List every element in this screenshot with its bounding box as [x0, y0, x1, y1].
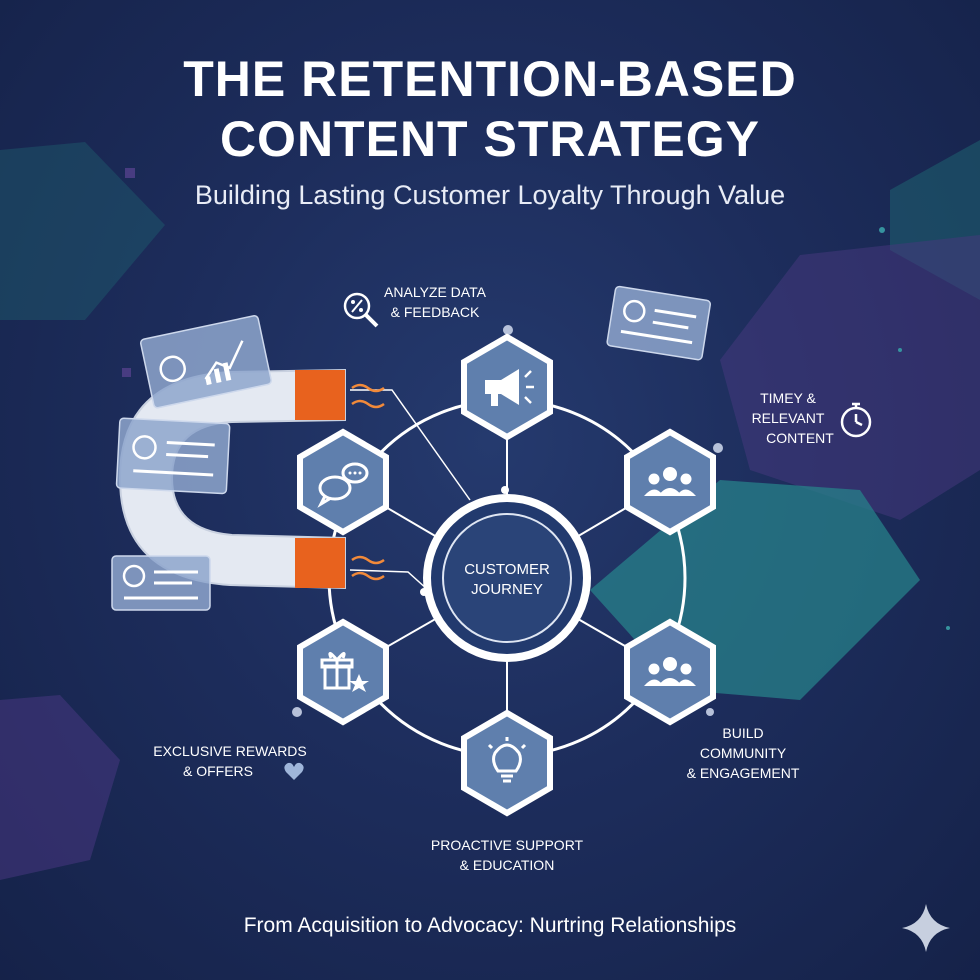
center-label-line1: CUSTOMER	[464, 561, 550, 578]
hex-lower-left	[297, 618, 389, 726]
sparkle-icon	[902, 904, 950, 952]
label-timely-line2: RELEVANT	[751, 410, 825, 426]
profile-card	[115, 417, 231, 495]
label-analyze-line1: ANALYZE DATA	[384, 284, 486, 300]
hex-upper-left	[297, 428, 389, 536]
label-analyze-data: ANALYZE DATA & FEEDBACK	[370, 282, 500, 322]
bg-square	[122, 368, 131, 377]
hex-bottom	[461, 709, 553, 817]
node-dot	[420, 588, 428, 596]
node-dot	[706, 708, 714, 716]
label-community-line3: & ENGAGEMENT	[686, 765, 800, 781]
page-title-line2: CONTENT STRATEGY	[219, 111, 761, 167]
center-label: CUSTOMER JOURNEY	[447, 560, 567, 600]
label-timely-line1: TIMEY &	[760, 390, 816, 406]
avatar-icon	[132, 435, 157, 460]
magnet-tip-bottom	[295, 538, 345, 588]
chart-icon	[204, 340, 244, 380]
node-dot	[503, 325, 513, 335]
heart-icon	[284, 762, 304, 780]
megaphone-icon	[485, 369, 534, 406]
label-rewards-line2: & OFFERS	[182, 763, 253, 779]
node-dot	[292, 707, 302, 717]
bg-hex-teal-right	[890, 140, 980, 300]
lightbulb-icon	[487, 737, 527, 783]
profile-card	[139, 315, 272, 409]
page-subtitle: Building Lasting Customer Loyalty Throug…	[194, 180, 786, 210]
label-build-community: BUILD COMMUNITY & ENGAGEMENT	[668, 723, 818, 783]
team-icon	[644, 467, 696, 496]
bg-hex-purple-left	[0, 695, 120, 880]
label-rewards-line1: EXCLUSIVE REWARDS	[153, 743, 307, 759]
hex-lower-right	[624, 618, 716, 726]
stopwatch-icon	[840, 402, 872, 438]
bg-dot	[898, 348, 902, 352]
label-analyze-line2: & FEEDBACK	[390, 304, 480, 320]
community-icon	[644, 657, 696, 686]
gift-star-icon	[320, 652, 369, 692]
label-timely-line3: CONTENT	[766, 430, 834, 446]
footer-tagline: From Acquisition to Advocacy: Nurtring R…	[243, 914, 737, 937]
label-community-line2: COMMUNITY	[699, 745, 787, 761]
magnifier-percent-icon	[343, 292, 379, 328]
page-title-line1: THE RETENTION-BASED	[183, 51, 797, 107]
bg-dot	[946, 626, 950, 630]
connector-line	[349, 569, 429, 591]
label-community-line1: BUILD	[722, 725, 764, 741]
profile-card	[111, 555, 211, 611]
avatar-icon	[623, 299, 646, 323]
avatar-icon	[122, 564, 146, 588]
avatar-icon	[159, 355, 186, 383]
connector-line	[350, 389, 471, 501]
magnet-waves	[351, 383, 385, 581]
bg-hex-teal-left	[0, 142, 165, 320]
chat-bubbles-icon	[317, 462, 369, 508]
center-label-line2: JOURNEY	[471, 581, 543, 598]
node-dot	[713, 443, 723, 453]
label-exclusive-rewards: EXCLUSIVE REWARDS & OFFERS	[140, 741, 320, 781]
label-proactive-support: PROACTIVE SUPPORT & EDUCATION	[412, 835, 602, 875]
profile-card	[606, 285, 711, 361]
label-timely-content: TIMEY & RELEVANT CONTENT	[728, 388, 848, 448]
center-node	[420, 486, 591, 662]
label-support-line1: PROACTIVE SUPPORT	[430, 837, 584, 853]
label-support-line2: & EDUCATION	[459, 857, 555, 873]
bg-dot	[879, 227, 885, 233]
hex-top	[461, 333, 553, 441]
center-inner-circle	[442, 513, 572, 643]
hex-upper-right	[624, 428, 716, 536]
bg-hex-purple-right	[720, 235, 980, 520]
bg-square	[125, 168, 135, 178]
node-dot	[501, 486, 509, 494]
magnet-tip-top	[295, 370, 345, 420]
